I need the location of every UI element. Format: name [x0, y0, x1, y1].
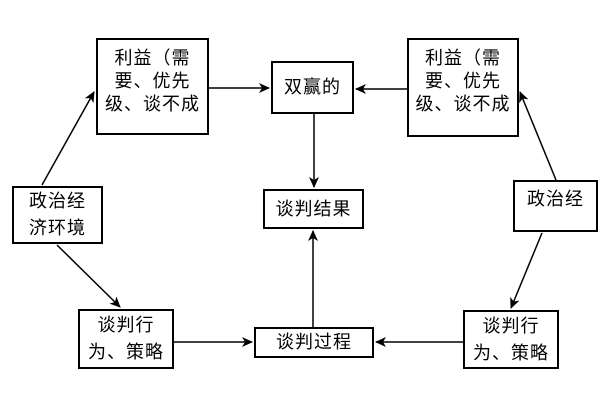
node-label: 谈判过程	[276, 332, 352, 352]
arrow-env-right-to-interests-right	[519, 91, 557, 181]
node-label: 政治经	[29, 191, 86, 211]
node-label: 要、优先	[425, 71, 501, 91]
node-label: 为、策略	[88, 342, 164, 362]
node-behavior-left: 谈判行 为、策略	[78, 309, 174, 369]
node-label: 利益（需	[114, 48, 191, 68]
arrow-env-right-to-behavior-right	[510, 232, 543, 309]
node-label: 级、谈不成	[105, 94, 200, 114]
node-label: 谈判行	[482, 315, 540, 336]
node-win-win: 双赢的	[271, 61, 354, 114]
node-label: 要、优先	[114, 71, 191, 91]
node-behavior-right: 谈判行 为、策略	[463, 310, 559, 369]
node-environment-right: 政治经	[513, 180, 598, 232]
node-label: 双赢的	[284, 77, 341, 97]
node-interests-left: 利益（需 要、优先 级、谈不成	[96, 38, 209, 135]
arrow-env-left-to-behavior-left	[56, 244, 121, 308]
node-process: 谈判过程	[254, 327, 374, 358]
node-outcome: 谈判结果	[263, 189, 364, 229]
node-label: 济环境	[29, 218, 86, 238]
node-label: 利益（需	[425, 48, 501, 68]
node-label: 谈判行	[97, 315, 155, 335]
node-label: 政治经	[527, 189, 584, 209]
node-label: 谈判结果	[275, 198, 352, 219]
arrow-env-left-to-interests-left	[41, 91, 95, 186]
node-label: 为、策略	[473, 342, 549, 363]
node-interests-right: 利益（需 要、优先 级、谈不成	[407, 38, 519, 137]
node-environment-left: 政治经 济环境	[12, 186, 103, 244]
node-label: 级、谈不成	[415, 94, 511, 114]
